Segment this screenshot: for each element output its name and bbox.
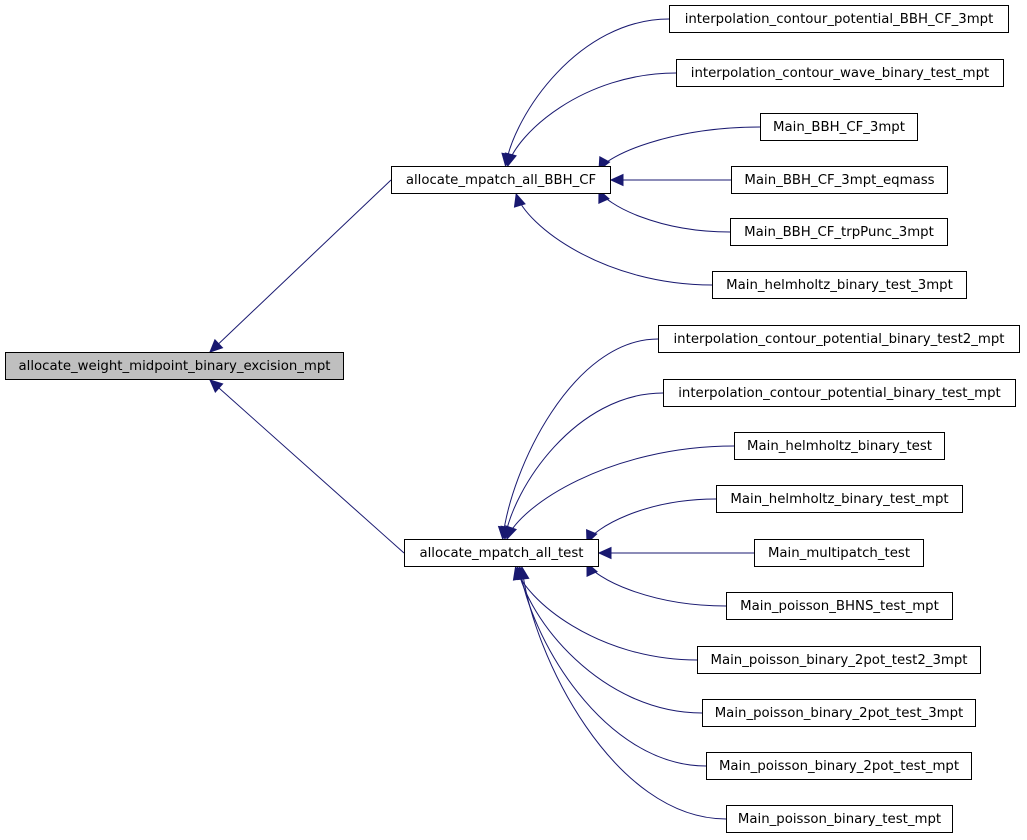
node-allocate-mpatch-all-test[interactable]: allocate_mpatch_all_test [404,539,599,567]
node-allocate-mpatch-all-bbh-cf[interactable]: allocate_mpatch_all_BBH_CF [391,166,611,194]
node-main-multipatch-test[interactable]: Main_multipatch_test [754,539,924,567]
arrowhead [597,546,612,560]
node-label: interpolation_contour_wave_binary_test_m… [690,65,990,81]
node-interpolation-contour-potential-binary-test-mpt[interactable]: interpolation_contour_potential_binary_t… [663,379,1016,407]
arrowhead [513,192,526,208]
edge-c6-to-bbh [515,193,713,286]
node-main-poisson-bhns-test-mpt[interactable]: Main_poisson_BHNS_test_mpt [726,592,953,620]
node-label: Main_poisson_binary_2pot_test2_3mpt [710,652,968,668]
arrowhead [517,565,530,581]
node-interpolation-contour-wave-binary-test-mpt[interactable]: interpolation_contour_wave_binary_test_m… [676,59,1004,87]
root-node: allocate_weight_midpoint_binary_excision… [5,352,344,380]
node-main-poisson-binary-test-mpt[interactable]: Main_poisson_binary_test_mpt [726,805,953,833]
node-main-bbh-cf-3mpt[interactable]: Main_BBH_CF_3mpt [760,113,918,141]
edge-test-to-root [209,379,405,554]
edge-t1-to-test [502,338,659,540]
root-node-label: allocate_weight_midpoint_binary_excision… [18,358,331,374]
node-label: Main_poisson_binary_2pot_test_3mpt [714,705,964,721]
edge-t6-to-test [586,562,727,607]
edge-t9-to-test [519,566,707,767]
arrowhead [609,173,624,187]
arrowhead [504,152,517,168]
node-label: Main_poisson_BHNS_test_mpt [740,598,939,614]
node-main-poisson-binary-2pot-test-mpt[interactable]: Main_poisson_binary_2pot_test_mpt [706,752,972,780]
node-label: interpolation_contour_potential_binary_t… [673,331,1005,347]
edge-t4-to-test [586,498,717,544]
node-interpolation-contour-potential-bbh-cf-3mpt[interactable]: interpolation_contour_potential_BBH_CF_3… [669,5,1009,33]
node-label: interpolation_contour_potential_binary_t… [678,385,1001,401]
node-label: Main_helmholtz_binary_test [747,438,932,454]
edge-t10-to-test [521,566,727,820]
node-main-helmholtz-binary-test-mpt[interactable]: Main_helmholtz_binary_test_mpt [716,485,963,513]
node-label: Main_helmholtz_binary_test_mpt [730,491,949,507]
arrowhead [209,379,224,394]
node-label: allocate_mpatch_all_BBH_CF [405,172,597,188]
node-label: Main_BBH_CF_3mpt_eqmass [744,172,935,188]
edge-c2-to-bbh [507,72,677,167]
node-main-helmholtz-binary-test[interactable]: Main_helmholtz_binary_test [734,432,945,460]
node-interpolation-contour-potential-binary-test2-mpt[interactable]: interpolation_contour_potential_binary_t… [658,325,1020,353]
node-label: Main_BBH_CF_3mpt [773,119,905,135]
node-label: Main_poisson_binary_test_mpt [737,811,942,827]
edge-c3-to-bbh [598,126,761,171]
arrowhead [209,338,224,353]
edge-c1-to-bbh [505,18,670,167]
node-main-poisson-binary-2pot-test-3mpt[interactable]: Main_poisson_binary_2pot_test_3mpt [702,699,976,727]
node-main-poisson-binary-2pot-test2-3mpt[interactable]: Main_poisson_binary_2pot_test2_3mpt [697,646,981,674]
node-main-bbh-cf-3mpt-eqmass[interactable]: Main_BBH_CF_3mpt_eqmass [731,166,948,194]
edge-t2-to-test [504,392,664,540]
node-label: Main_BBH_CF_trpPunc_3mpt [744,224,934,240]
node-label: Main_multipatch_test [767,545,911,561]
node-label: allocate_mpatch_all_test [419,545,584,561]
node-label: Main_helmholtz_binary_test_3mpt [726,277,953,293]
node-main-helmholtz-binary-test-3mpt[interactable]: Main_helmholtz_binary_test_3mpt [712,271,967,299]
edge-c5-to-bbh [598,189,731,233]
edge-t3-to-test [506,445,735,540]
node-label: interpolation_contour_potential_BBH_CF_3… [684,11,994,27]
arrowhead [505,525,518,541]
edge-bbh-to-root [209,179,392,353]
node-label: Main_poisson_binary_2pot_test_mpt [718,758,960,774]
node-main-bbh-cf-trppunc-3mpt[interactable]: Main_BBH_CF_trpPunc_3mpt [730,218,948,246]
edge-t8-to-test [517,566,703,714]
